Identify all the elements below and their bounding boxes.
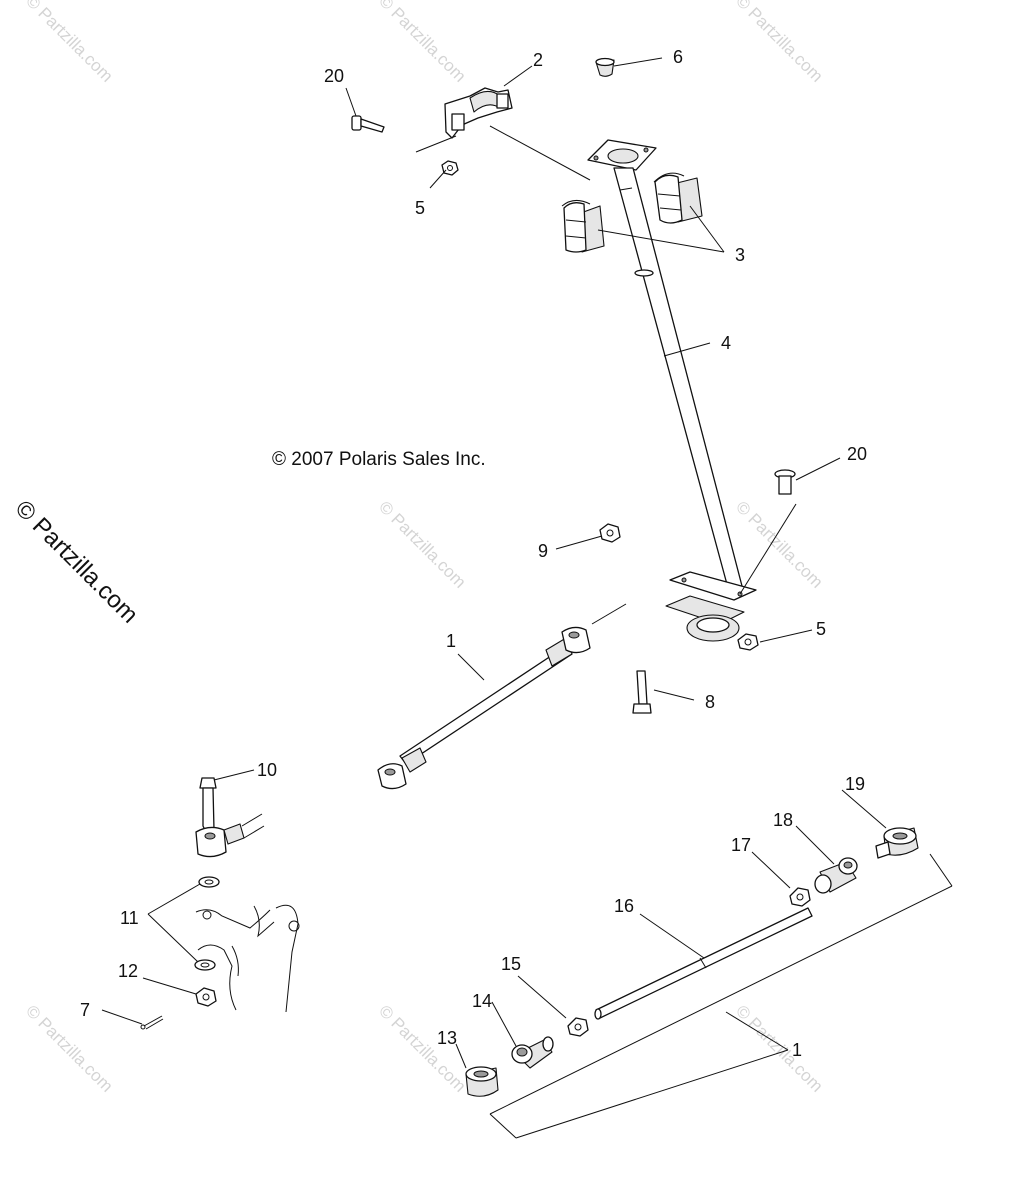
leader-lines (101, 57, 953, 1139)
callout-1: 1 (792, 1040, 802, 1060)
callout-17: 17 (731, 835, 751, 855)
nut-15 (567, 1017, 589, 1037)
copyright-text: © 2007 Polaris Sales Inc. (272, 449, 486, 470)
callout-20: 20 (324, 66, 344, 86)
callout-11: 11 (120, 908, 139, 928)
callout-16: 16 (614, 896, 634, 916)
callout-10: 10 (257, 760, 277, 780)
callout-labels: 20 2 6 5 3 4 20 9 5 1 8 10 19 18 17 16 1… (80, 47, 867, 1060)
callout-14: 14 (472, 991, 492, 1011)
watermarks: © Partzilla.com © Partzilla.com © Partzi… (22, 0, 826, 1096)
callout-7: 7 (80, 1000, 90, 1020)
callout-3: 3 (735, 245, 745, 265)
cap-6 (595, 57, 615, 77)
callout-5: 5 (415, 198, 425, 218)
tie-rod-1-assembled (377, 626, 591, 790)
ball-joint-14 (511, 1036, 554, 1069)
washer-11-lower (194, 959, 216, 971)
side-watermark: © Partzilla.com (10, 495, 143, 628)
callout-6: 6 (673, 47, 683, 67)
callout-9: 9 (538, 541, 548, 561)
nut-12 (195, 987, 217, 1007)
bolt-8 (632, 670, 652, 714)
spindle-arm (195, 904, 300, 1013)
callout-20: 20 (847, 444, 867, 464)
watermark: © Partzilla.com (22, 0, 116, 86)
callout-8: 8 (705, 692, 715, 712)
watermark: © Partzilla.com (375, 497, 469, 591)
callout-15: 15 (501, 954, 521, 974)
steering-column-4 (587, 139, 757, 642)
bolt-20-lower (774, 469, 796, 495)
watermark: © Partzilla.com (732, 0, 826, 86)
washer-11-upper (198, 876, 220, 888)
bolt-10 (199, 777, 217, 833)
cotter-pin-7 (140, 1015, 164, 1030)
bolt-20-upper (351, 115, 385, 133)
callout-13: 13 (437, 1028, 457, 1048)
watermark: © Partzilla.com (375, 0, 469, 86)
nut-5-lower (737, 633, 759, 651)
nut-17 (789, 887, 811, 907)
bushing-3-left (561, 200, 605, 253)
callout-12: 12 (118, 961, 138, 981)
watermark: © Partzilla.com (375, 1001, 469, 1095)
rod-end-19 (875, 827, 919, 859)
tie-rod-end (195, 813, 265, 858)
nut-9 (599, 523, 621, 543)
clamp-2 (444, 87, 513, 139)
rod-end-13 (465, 1066, 499, 1097)
rod-16 (594, 907, 813, 1020)
bushing-3-right (653, 172, 703, 224)
watermark: © Partzilla.com (732, 497, 826, 591)
callout-19: 19 (845, 774, 865, 794)
ball-joint-18 (814, 857, 858, 894)
callout-5: 5 (816, 619, 826, 639)
watermark: © Partzilla.com (732, 1001, 826, 1095)
callout-18: 18 (773, 810, 793, 830)
callout-2: 2 (533, 50, 543, 70)
nut-5-upper (441, 160, 459, 176)
callout-4: 4 (721, 333, 731, 353)
watermark: © Partzilla.com (22, 1001, 116, 1095)
callout-1: 1 (446, 631, 456, 651)
